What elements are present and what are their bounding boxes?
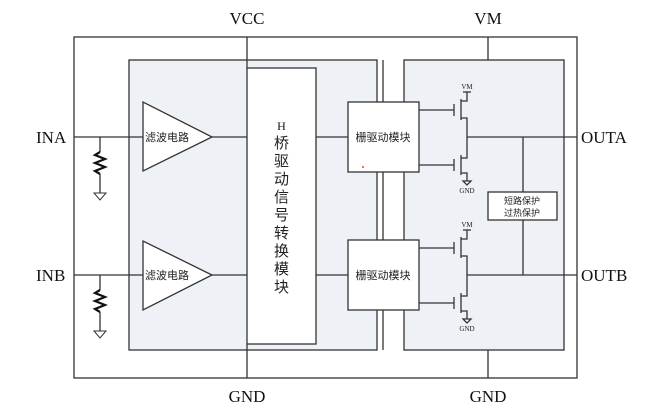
- hbridge-label-char: 换: [274, 242, 289, 260]
- filter-a-triangle: [142, 100, 214, 173]
- outb-label: OUTB: [581, 266, 627, 285]
- half-bridge-b: [419, 229, 577, 324]
- gnd-label-left: GND: [229, 387, 266, 406]
- gnd-label-right: GND: [470, 387, 507, 406]
- gate-driver-b: [347, 239, 420, 311]
- hbridge-label-char: 号: [274, 206, 289, 224]
- vm-label: VM: [474, 9, 501, 28]
- gate-driver-a: [347, 101, 420, 173]
- outa-label: OUTA: [581, 128, 628, 147]
- gnd-b-label: GND: [459, 325, 474, 333]
- protection-label-1: 短路保护: [504, 195, 540, 207]
- chip-outline: [73, 36, 578, 379]
- ground-icon: [92, 192, 108, 201]
- resistor-icon: [92, 151, 108, 175]
- vm-a-label: VM: [461, 83, 473, 91]
- hbridge-label-char: 模: [274, 260, 289, 278]
- hbridge-label-char: 桥: [274, 134, 289, 152]
- filter-a-label: 滤波电路: [145, 131, 189, 144]
- protection-block: [487, 191, 558, 221]
- protection-label-2: 过热保护: [504, 207, 540, 219]
- resistor-icon: [92, 289, 108, 313]
- half-bridge-a: [419, 91, 577, 186]
- input-a-path: [74, 136, 143, 201]
- input-b-path: [74, 274, 143, 339]
- gate-driver-b-label: 栅驱动模块: [356, 268, 411, 282]
- inb-label: INB: [36, 266, 65, 285]
- red-dot: [362, 166, 364, 168]
- hbridge-label-char: 转: [274, 224, 289, 242]
- filter-b-triangle: [142, 239, 214, 312]
- gate-driver-a-label: 栅驱动模块: [356, 130, 411, 144]
- hbridge-label-char: 驱: [274, 152, 289, 170]
- gnd-a-label: GND: [459, 187, 474, 195]
- hbridge-label-char: H: [277, 119, 286, 133]
- hbridge-label-char: 块: [274, 278, 289, 296]
- filter-b-label: 滤波电路: [145, 269, 189, 282]
- vm-b-label: VM: [461, 221, 473, 229]
- hbridge-label-char: 动: [274, 170, 289, 188]
- hbridge-signal-converter: [246, 67, 317, 345]
- ground-icon: [92, 330, 108, 339]
- ina-label: INA: [36, 128, 67, 147]
- hbridge-label-char: 信: [274, 188, 289, 206]
- vcc-label: VCC: [230, 9, 265, 28]
